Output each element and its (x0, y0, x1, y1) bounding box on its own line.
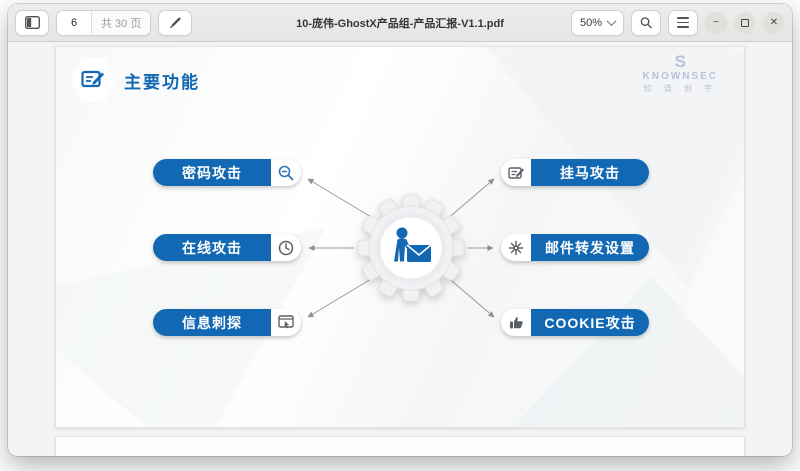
pdf-page-6: 主要功能 S KNOWNSEC 知 道 创 宇 (55, 46, 745, 428)
section-badge (70, 57, 116, 103)
pen-icon (170, 17, 181, 29)
headerbar: 6 共 30 页 10-庞伟-GhostX产品组-产品汇报-V1.1.pdf 5… (8, 4, 792, 42)
slide-title: 主要功能 (124, 73, 200, 92)
feature-label: 信息刺探 (153, 309, 271, 336)
pdf-viewer-window: 6 共 30 页 10-庞伟-GhostX产品组-产品汇报-V1.1.pdf 5… (8, 4, 792, 456)
header-right-controls: 50% − ✕ (570, 9, 785, 36)
maximize-icon (741, 18, 749, 27)
feature-trojan-attack: 挂马攻击 (501, 159, 649, 186)
page-total-label: 共 30 页 (91, 10, 151, 35)
feature-label: 邮件转发设置 (531, 234, 649, 261)
close-button[interactable]: ✕ (763, 11, 785, 34)
pdf-page-7-preview (55, 436, 745, 456)
zoom-level-dropdown[interactable]: 50% (570, 9, 624, 36)
gauge-icon (278, 240, 294, 255)
window-cursor-icon (278, 315, 294, 329)
person-mail-icon (394, 227, 432, 262)
feature-mail-forwarding: 邮件转发设置 (501, 234, 649, 261)
maximize-button[interactable] (734, 11, 756, 34)
feature-label: COOKIE攻击 (531, 309, 649, 336)
gear-small-icon (508, 240, 524, 255)
search-button[interactable] (631, 9, 661, 36)
annotate-button[interactable] (158, 9, 193, 36)
magnifier-icon (278, 165, 294, 180)
hamburger-icon (677, 17, 689, 28)
document-pen-badge-icon (81, 70, 104, 88)
center-gear-graphic (356, 193, 466, 303)
zoom-level-value: 50% (579, 16, 602, 29)
page-indicator: 6 共 30 页 (56, 9, 152, 36)
feature-info-probing: 信息刺探 (153, 309, 301, 336)
chevron-down-icon (606, 16, 617, 27)
logo-mark: S (674, 52, 686, 71)
feature-label: 挂马攻击 (531, 159, 649, 186)
menu-button[interactable] (668, 9, 698, 36)
document-viewer[interactable]: 主要功能 S KNOWNSEC 知 道 创 宇 (8, 42, 792, 456)
sidebar-icon (24, 16, 40, 29)
gear-icon (357, 194, 465, 302)
feature-label: 在线攻击 (153, 234, 271, 261)
sidebar-toggle-button[interactable] (15, 9, 49, 36)
knownsec-logo: S KNOWNSEC 知 道 创 宇 (643, 53, 718, 94)
minimize-button[interactable]: − (705, 11, 727, 34)
logo-brand-cn: 知 道 创 宇 (643, 84, 718, 93)
feature-password-attack: 密码攻击 (153, 159, 301, 186)
logo-brand: KNOWNSEC (642, 71, 718, 82)
feature-online-attack: 在线攻击 (153, 234, 301, 261)
feature-cookie-attack: COOKIE攻击 (501, 309, 649, 336)
document-pen-icon (508, 166, 524, 179)
page-number-input[interactable]: 6 (57, 10, 91, 35)
thumbs-up-icon (510, 317, 523, 329)
search-icon (640, 17, 652, 29)
feature-label: 密码攻击 (153, 159, 271, 186)
